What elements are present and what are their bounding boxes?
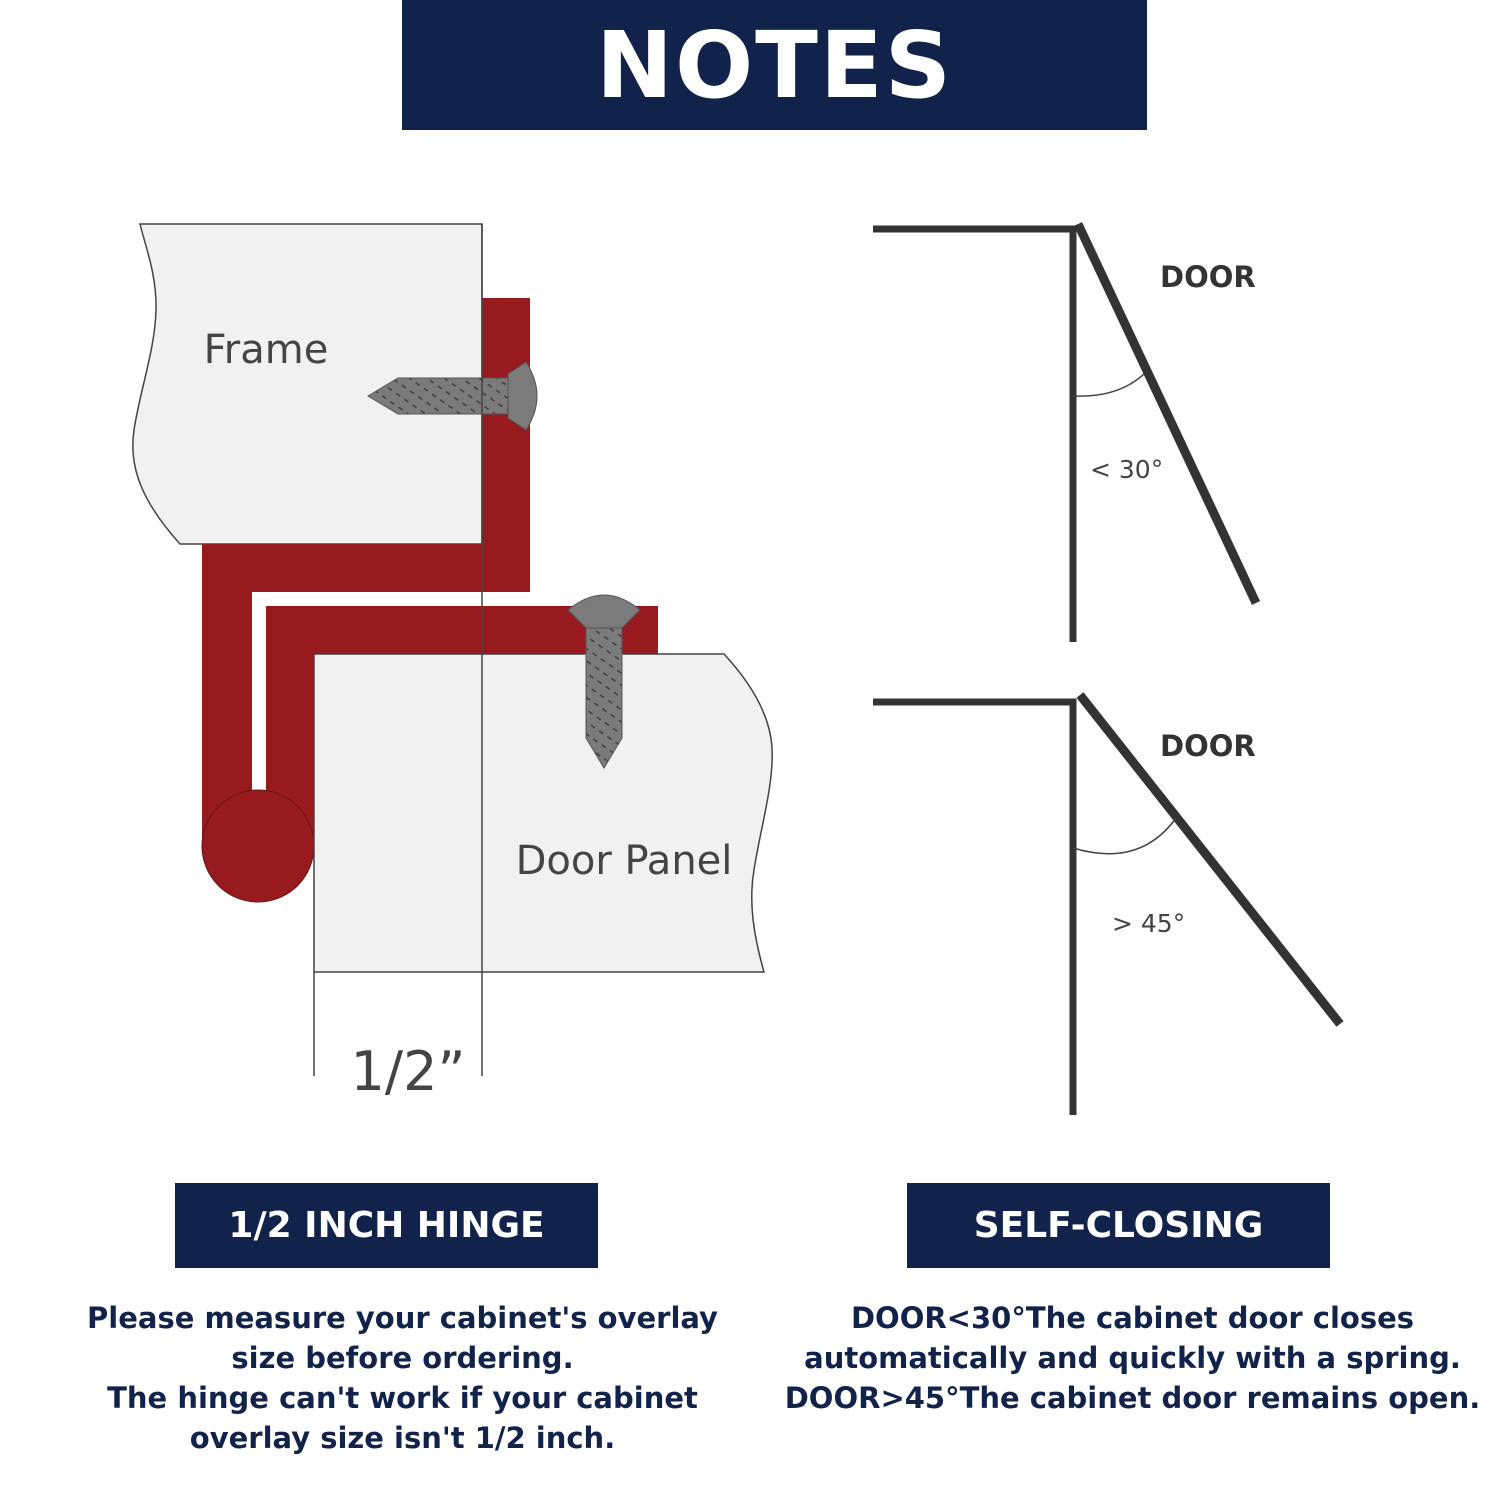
door-label: DOOR <box>1160 260 1256 294</box>
angle-diagram-under-30: DOOR < 30° <box>873 222 1261 642</box>
angle-diagram-over-45: DOOR > 45° <box>873 692 1344 1115</box>
hinge-frame-plate <box>482 298 530 592</box>
hinge-description-line: Please measure your cabinet's overlay <box>87 1301 718 1335</box>
self-closing-description: DOOR<30°The cabinet door closes automati… <box>770 1298 1495 1418</box>
self-closing-heading-banner: SELF-CLOSING <box>907 1183 1330 1268</box>
self-closing-description-line: DOOR>45°The cabinet door remains open. <box>784 1381 1481 1415</box>
hinge-upper-arm <box>202 544 530 592</box>
angle-label: < 30° <box>1090 455 1163 484</box>
door-line <box>1073 222 1261 605</box>
angle-label: > 45° <box>1112 909 1185 938</box>
hinge-heading: 1/2 INCH HINGE <box>228 1205 545 1246</box>
hinge-diagram: Frame Door Panel 1/2” <box>132 223 773 1103</box>
frame-label: Frame <box>204 327 329 373</box>
frame-screw <box>367 361 538 431</box>
hinge-description-line: overlay size isn't 1/2 inch. <box>189 1421 616 1455</box>
cabinet-frame-line <box>873 698 1077 1115</box>
self-closing-heading: SELF-CLOSING <box>973 1205 1264 1246</box>
page-title: NOTES <box>595 11 954 119</box>
door-line <box>1076 692 1344 1027</box>
hinge-description: Please measure your cabinet's overlay si… <box>40 1298 765 1458</box>
hinge-heading-banner: 1/2 INCH HINGE <box>175 1183 598 1268</box>
title-banner: NOTES <box>402 0 1147 130</box>
door-label: DOOR <box>1160 729 1256 763</box>
angle-arc <box>1072 817 1177 855</box>
hinge-description-line: The hinge can't work if your cabinet <box>107 1381 698 1415</box>
hinge-description-line: size before ordering. <box>231 1341 574 1375</box>
door-panel-label: Door Panel <box>516 838 733 884</box>
self-closing-description-line: DOOR<30°The cabinet door closes <box>850 1301 1415 1335</box>
door-panel-block <box>313 653 773 973</box>
frame-block <box>132 223 483 545</box>
angle-arc <box>1072 373 1145 397</box>
overlay-dimension-label: 1/2” <box>351 1040 466 1103</box>
diagram-canvas: Frame Door Panel 1/2” DOOR < 30° DOOR > … <box>132 222 1344 1115</box>
cabinet-frame-line <box>873 225 1077 642</box>
hinge-knuckle <box>201 789 315 903</box>
self-closing-description-line: automatically and quickly with a spring. <box>804 1341 1461 1375</box>
door-screw <box>567 594 641 769</box>
